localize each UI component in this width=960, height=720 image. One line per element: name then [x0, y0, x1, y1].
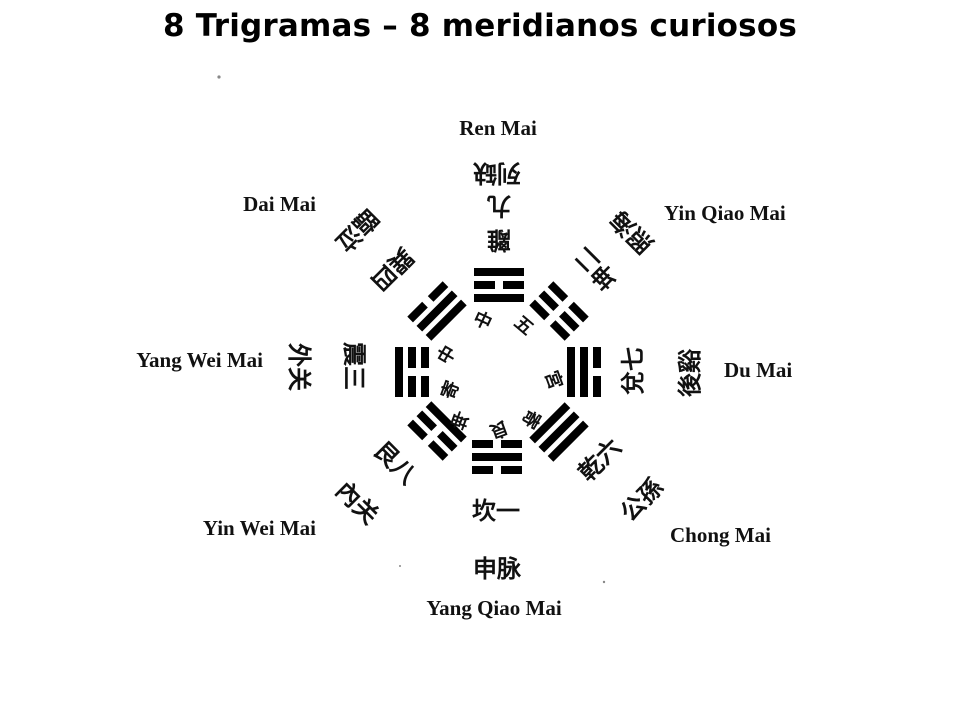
label-du-mai: Du Mai: [724, 358, 792, 382]
label-chong-mai: Chong Mai: [670, 523, 771, 547]
char-northwest-2: 臨泣: [330, 203, 384, 257]
char-east-1: 兌七: [619, 347, 647, 395]
char-south-1: 坎一: [472, 497, 520, 525]
char-northeast-2: 坤二: [569, 241, 623, 295]
trigram-northeast-icon: [529, 281, 589, 341]
inner-char-n: 中: [470, 307, 496, 335]
trigram-northwest-icon: [407, 281, 467, 341]
char-northeast-1: 照海: [605, 205, 659, 259]
trigram-north-icon: [474, 268, 524, 302]
char-north-2: 九: [487, 192, 512, 220]
char-southwest-1: 艮八: [368, 436, 422, 490]
inner-char-w: 中: [433, 342, 461, 369]
trigram-southeast-icon: [529, 402, 589, 462]
char-northwest-1: 巽四: [365, 242, 419, 296]
char-west-2: 外关: [285, 343, 313, 391]
inner-char-ne: 五: [510, 312, 537, 340]
char-southwest-2: 內关: [330, 476, 384, 530]
trigram-east-icon: [567, 347, 601, 397]
char-north-3: 離: [487, 226, 511, 254]
char-west-1: 震三: [340, 342, 368, 390]
char-southeast-1: 乾六: [573, 433, 627, 487]
label-dai-mai: Dai Mai: [243, 192, 316, 216]
trigram-south-icon: [472, 440, 522, 474]
inner-char-e: 宮: [540, 368, 567, 392]
trigram-southwest-icon: [407, 401, 467, 461]
slide-title: 8 Trigramas – 8 meridianos curiosos: [163, 8, 797, 44]
scan-speck: [217, 75, 221, 79]
label-ren-mai: Ren Mai: [459, 116, 537, 140]
scan-speck: [399, 565, 401, 567]
label-yang-qiao-mai: Yang Qiao Mai: [426, 596, 562, 620]
label-yin-wei-mai: Yin Wei Mai: [203, 516, 316, 540]
char-east-2: 後谿: [676, 348, 704, 397]
label-yang-wei-mai: Yang Wei Mai: [136, 348, 263, 372]
label-yin-qiao-mai: Yin Qiao Mai: [664, 201, 786, 225]
inner-char-nw: 寄: [437, 378, 464, 402]
inner-char-s: 良: [487, 416, 511, 443]
scan-speck: [602, 580, 606, 584]
char-southeast-2: 公孫: [615, 473, 669, 527]
trigram-west-icon: [395, 347, 429, 397]
char-north-1: 列缺: [472, 159, 521, 187]
char-south-2: 申脉: [473, 555, 522, 583]
